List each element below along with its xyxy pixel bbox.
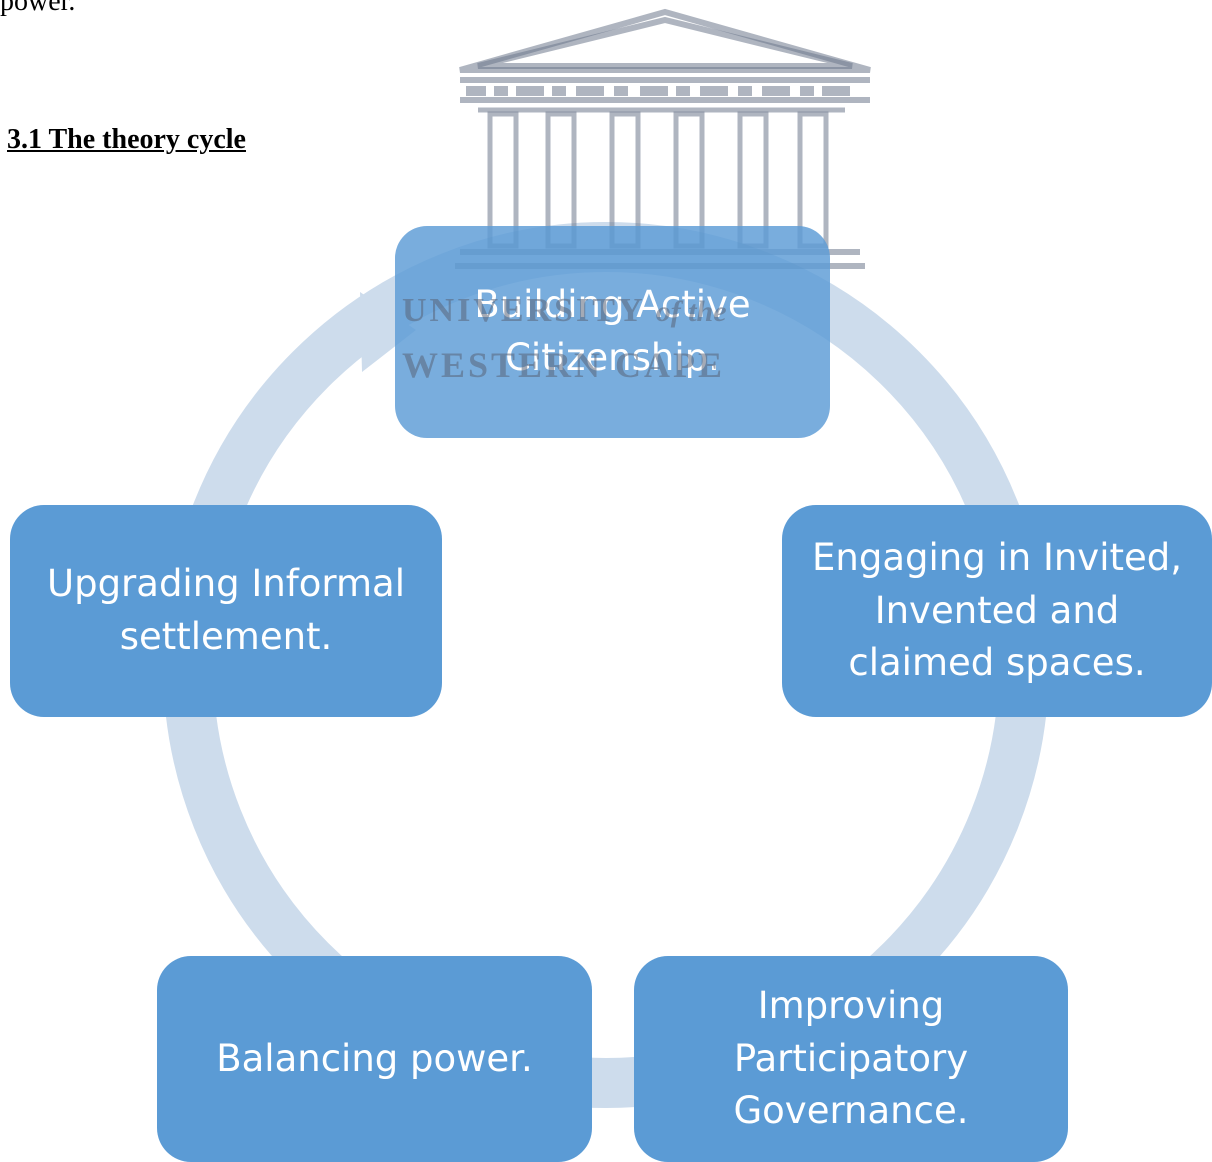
cycle-node-engaging-spaces: Engaging in Invited, Invented and claime… (782, 505, 1212, 717)
node-label-line: settlement. (119, 615, 333, 658)
watermark-text-line2: WESTERN CAPE (402, 345, 726, 385)
node-label-line: Participatory (733, 1036, 969, 1080)
node-label-line: Citizenship. (505, 336, 720, 379)
cycle-arrowhead-icon (360, 292, 416, 372)
node-label-line: Upgrading Informal (47, 562, 405, 606)
node-label-line: Improving (757, 984, 945, 1028)
node-label-line: claimed spaces. (848, 641, 1146, 685)
cycle-node-improving-governance: Improving Participatory Governance. (634, 956, 1068, 1162)
watermark-university: UNIVERSITY (402, 292, 645, 329)
cycle-node-balancing-power: Balancing power. (157, 956, 592, 1162)
section-heading: 3.1 The theory cycle (7, 124, 246, 155)
node-label-line: Balancing power. (216, 1036, 533, 1080)
cycle-node-upgrading-settlement: Upgrading Informal settlement. (10, 505, 442, 717)
watermark-text-line1: UNIVERSITY of the (402, 292, 727, 330)
cycle-node-building-active-citizenship: Building Active Citizenship. (395, 226, 830, 438)
node-label-line: Governance. (733, 1089, 969, 1133)
watermark-of-the: of the (655, 295, 727, 328)
previous-paragraph-fragment: power. (0, 0, 76, 17)
node-label-line: Invented and (874, 588, 1120, 632)
node-label-line: Building Active (474, 283, 751, 327)
node-label-line: Engaging in Invited, (812, 536, 1182, 580)
